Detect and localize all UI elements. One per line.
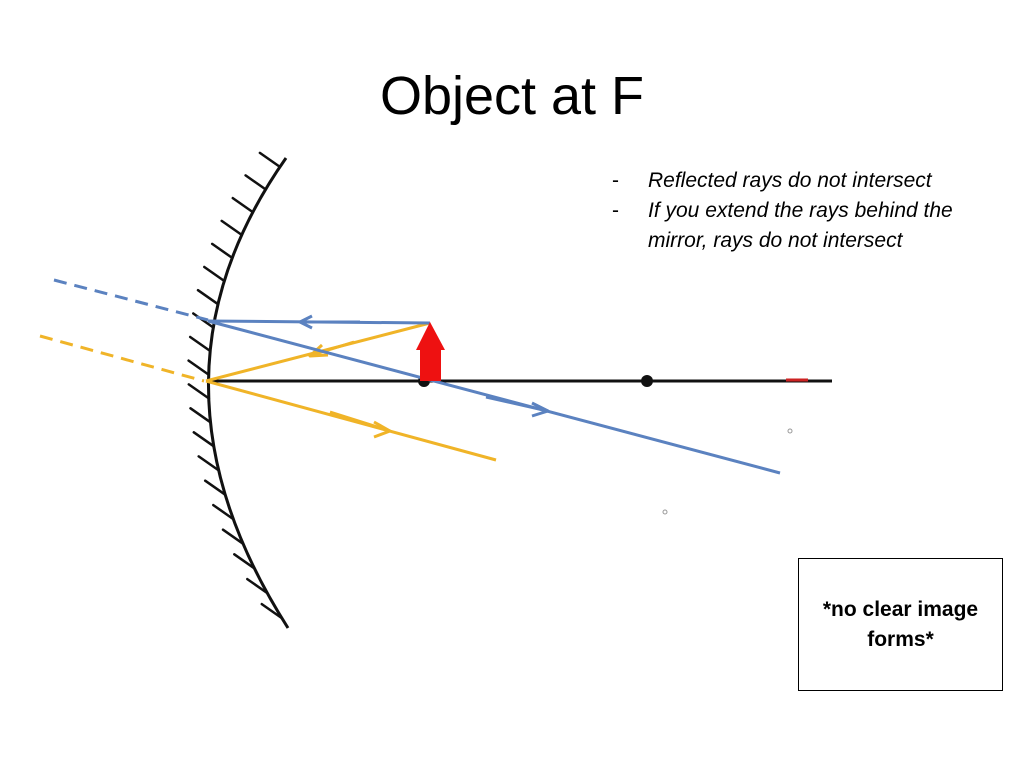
mirror-hatch <box>220 219 243 237</box>
mirror-hatch <box>197 455 220 472</box>
note-item: - If you extend the rays behind the mirr… <box>612 196 1012 256</box>
mirror-hatch <box>231 196 255 214</box>
small-mark <box>662 509 668 515</box>
object-arrow-shaft <box>420 348 441 381</box>
mirror-hatch <box>221 528 245 545</box>
mirror-hatch <box>260 602 284 620</box>
note-item: - Reflected rays do not intersect <box>612 166 1012 196</box>
mirror-hatch <box>212 503 235 521</box>
note-text: If you extend the rays behind the mirror… <box>648 199 953 252</box>
yellow-ray-extension <box>39 334 205 383</box>
yellow-reflected-ray <box>205 379 497 462</box>
note-text: Reflected rays do not intersect <box>648 169 932 192</box>
object-arrow-head <box>416 322 445 350</box>
yellow-incident-arrow-shaft <box>311 340 355 357</box>
mirror-hatch <box>210 242 234 260</box>
blue-reflected-ray <box>207 319 781 475</box>
notes-list: - Reflected rays do not intersect - If y… <box>612 166 1012 256</box>
note-bullet: - <box>612 199 619 222</box>
mirror-hatch <box>187 383 211 400</box>
mirror-hatch <box>188 335 212 353</box>
callout-text: *no clear image forms* <box>822 597 979 651</box>
mirror-hatch <box>189 407 212 424</box>
blue-reflected-arrow-shaft <box>485 395 549 413</box>
mirror-hatch <box>244 174 267 191</box>
center-of-curvature <box>641 375 653 387</box>
slide-title: Object at F <box>379 66 645 126</box>
mirror-hatch <box>233 553 256 570</box>
mirror-hatch <box>203 479 227 496</box>
concave-mirror <box>207 157 290 629</box>
conclusion-callout: *no clear image forms* <box>798 558 1003 691</box>
mirror-hatching <box>187 151 284 620</box>
mirror-hatch <box>196 288 220 306</box>
small-mark <box>787 428 793 434</box>
yellow-incident-arrow <box>308 343 329 358</box>
yellow-reflected-arrow-shaft <box>329 410 391 433</box>
mirror-hatch <box>192 431 216 448</box>
mirror-hatch <box>258 151 282 169</box>
mirror-hatch <box>187 359 210 376</box>
note-bullet: - <box>612 169 619 192</box>
mirror-hatch <box>203 265 226 283</box>
mirror-hatch <box>246 577 269 595</box>
blue-ray-extension <box>53 278 209 322</box>
